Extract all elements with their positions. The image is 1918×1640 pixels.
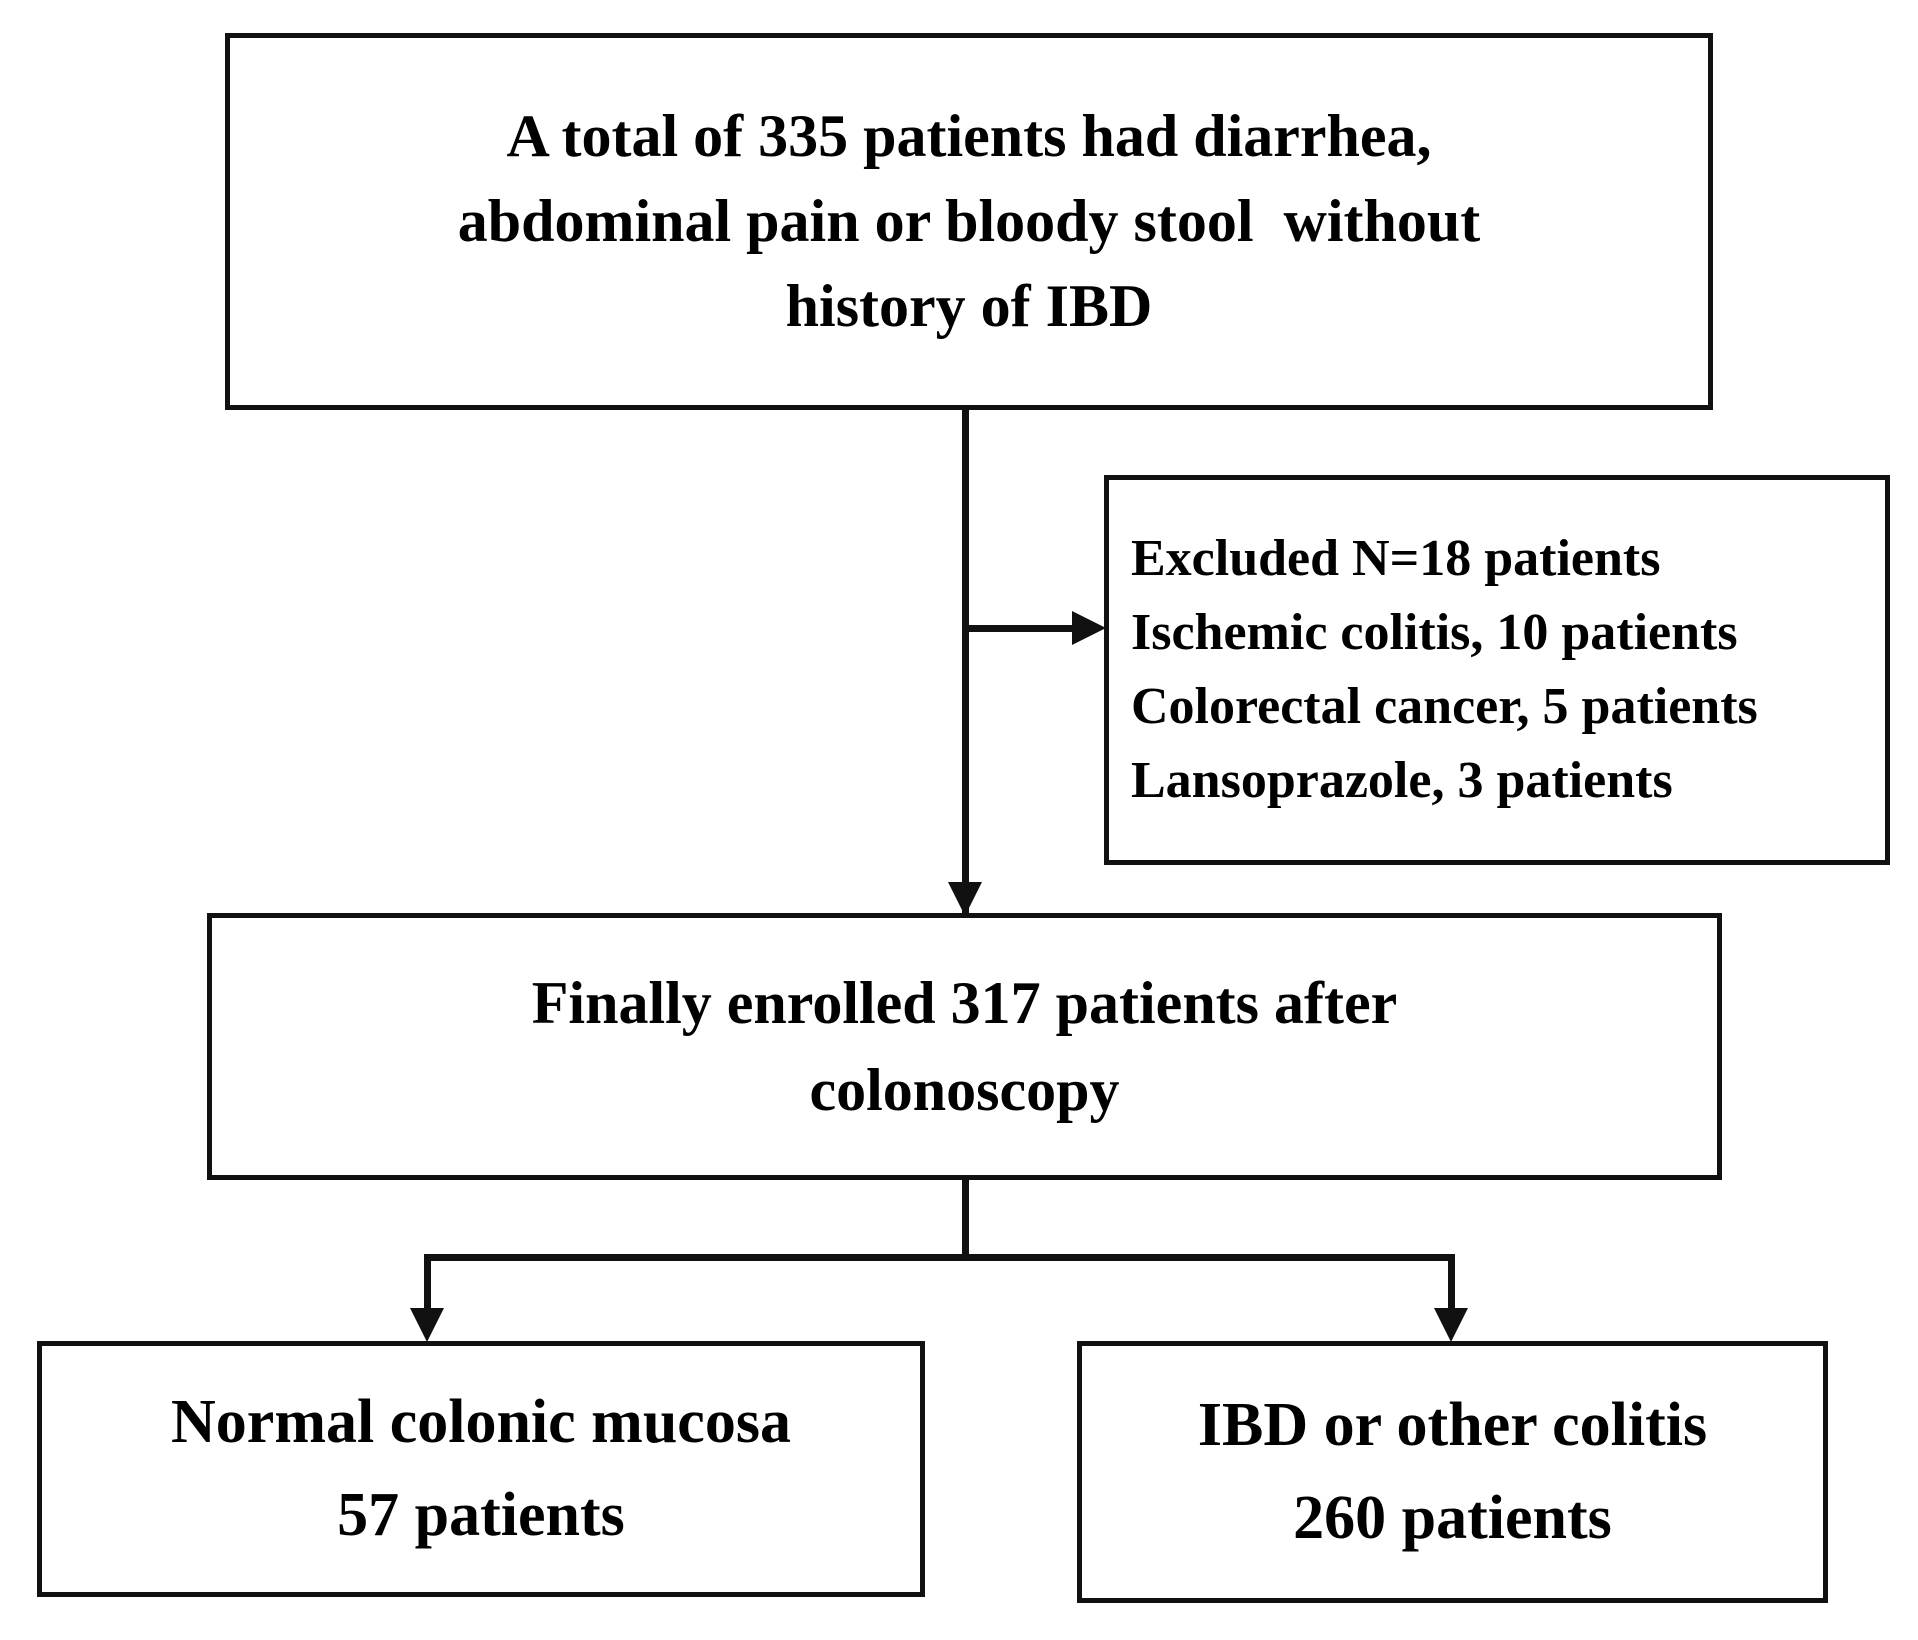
node-normal-line-2: 57 patients bbox=[337, 1481, 625, 1549]
node-excluded: Excluded N=18 patients Ischemic colitis,… bbox=[1104, 475, 1890, 865]
node-excluded-line-3: Colorectal cancer, 5 patients bbox=[1131, 678, 1758, 735]
node-normal-colonic-mucosa: Normal colonic mucosa 57 patients bbox=[37, 1341, 925, 1597]
connector-split-bar bbox=[424, 1254, 1455, 1261]
node-enrolled-line-2: colonoscopy bbox=[809, 1056, 1120, 1123]
connector-total-to-enrolled bbox=[962, 410, 969, 914]
node-ibd-line-2: 260 patients bbox=[1293, 1484, 1612, 1552]
node-total-line-2: abdominal pain or bloody stool without bbox=[457, 187, 1481, 254]
connector-to-ibd bbox=[1448, 1254, 1455, 1316]
connector-to-normal bbox=[424, 1254, 431, 1316]
arrowhead-down-icon-normal bbox=[410, 1308, 444, 1342]
node-normal-line-1: Normal colonic mucosa bbox=[171, 1388, 791, 1456]
node-enrolled-line-1: Finally enrolled 317 patients after bbox=[531, 969, 1398, 1036]
node-excluded-line-1: Excluded N=18 patients bbox=[1131, 530, 1661, 588]
node-excluded-line-4: Lansoprazole, 3 patients bbox=[1131, 751, 1673, 809]
node-total-line-3: history of IBD bbox=[785, 273, 1153, 340]
connector-enrolled-to-split bbox=[962, 1180, 969, 1258]
node-excluded-line-2: Ischemic colitis, 10 patients bbox=[1131, 604, 1738, 662]
node-ibd-line-1: IBD or other colitis bbox=[1197, 1391, 1708, 1459]
arrowhead-down-icon-ibd bbox=[1434, 1308, 1468, 1342]
node-total-screened: A total of 335 patients had diarrhea, ab… bbox=[225, 33, 1713, 410]
node-finally-enrolled: Finally enrolled 317 patients after colo… bbox=[207, 913, 1722, 1180]
arrowhead-right-icon-excluded bbox=[1072, 611, 1106, 645]
arrowhead-down-icon-enrolled bbox=[948, 882, 982, 916]
node-total-line-1: A total of 335 patients had diarrhea, bbox=[506, 102, 1432, 169]
connector-to-excluded bbox=[962, 625, 1080, 632]
node-ibd-or-other-colitis: IBD or other colitis 260 patients bbox=[1077, 1341, 1828, 1603]
